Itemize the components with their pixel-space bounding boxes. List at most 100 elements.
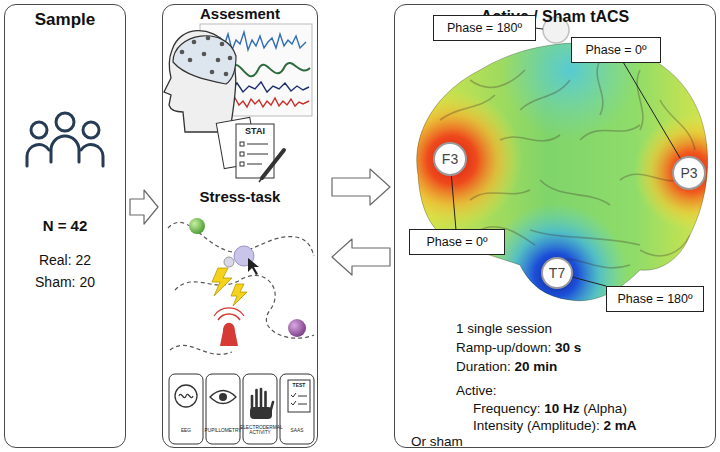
- text-row: Ramp-up/down:30 s: [456, 338, 581, 356]
- phase-callout: Phase = 180º: [606, 286, 704, 312]
- eeg-illustration: [164, 24, 312, 132]
- eeg-cap: [173, 36, 236, 84]
- gyrus: [540, 180, 610, 205]
- text-row: Or sham: [411, 432, 463, 450]
- icon-box: [169, 374, 203, 444]
- pencil: [262, 150, 284, 178]
- sheet-lines: [298, 396, 307, 404]
- text-row: Sham: 20: [5, 273, 125, 291]
- parameter-value: 2 mA: [604, 418, 637, 433]
- alarm: [220, 323, 238, 346]
- text-row: Real: 22: [5, 251, 125, 269]
- electrode-name: T7: [549, 265, 565, 281]
- group-count: Real: 22: [39, 252, 91, 268]
- phase-callout: Phase = 180º: [433, 15, 536, 41]
- stimulation-panel: Active / Sham tACS1 single sessionRamp-u…: [394, 4, 716, 448]
- measure-name: ELECTRODERMAL ACTIVITY: [240, 425, 280, 436]
- text-line: [247, 164, 262, 165]
- cap-electrode: [216, 58, 221, 63]
- cap-electrode: [210, 70, 215, 75]
- head-profile: [164, 31, 236, 132]
- block-arrow: [332, 169, 390, 205]
- block-arrow: [332, 239, 390, 275]
- cap-electrode: [224, 72, 229, 77]
- lightning: [231, 284, 247, 306]
- text-row: Active:: [456, 381, 497, 399]
- parameter-text: Or sham: [411, 434, 463, 449]
- cap-electrode: [188, 58, 193, 63]
- sample-panel: Sample N = 42 Real: 22 Sham: 20: [4, 4, 126, 448]
- icon-box: [206, 374, 240, 444]
- block-arrow: [130, 190, 158, 224]
- person-body: [27, 145, 49, 166]
- parameter-text: 1 single session: [456, 321, 552, 336]
- eeg-icon-wave: [179, 394, 193, 397]
- section-title: Stress-task: [200, 188, 281, 205]
- assessment-panel: AssesmentStress-task: [162, 4, 318, 448]
- text-row: Frequency:10 Hz(Alpha): [473, 399, 627, 417]
- text-row: Duration:20 min: [456, 357, 557, 375]
- leader-line: [573, 277, 607, 286]
- electrode-circle: P3: [672, 156, 706, 190]
- parameter-note: (Alpha): [583, 401, 627, 416]
- gyrus: [500, 135, 560, 141]
- lightning: [212, 268, 232, 296]
- person-head: [83, 122, 99, 138]
- cap-electrode: [192, 40, 197, 45]
- dashed-path: [170, 345, 232, 354]
- gyrus: [597, 60, 603, 115]
- text-row: Sample: [5, 10, 125, 30]
- text-row: 1 single session: [456, 319, 552, 337]
- purple-ball: [288, 319, 306, 337]
- dashed-path: [175, 275, 314, 338]
- parameter-name: Ramp-up/down:: [456, 340, 551, 355]
- leader-line: [451, 176, 456, 229]
- sample-size: N = 42: [43, 217, 88, 234]
- cap-electrode: [220, 42, 225, 47]
- cap-electrode: [180, 50, 185, 55]
- text-row: N = 42: [5, 217, 125, 235]
- phase-callout: Phase = 0º: [409, 229, 505, 255]
- parameter-name: Intensity (Amplitude):: [473, 418, 600, 433]
- parameter-value: 20 min: [515, 359, 558, 374]
- text-line: [247, 144, 268, 145]
- electrode-name: P3: [680, 165, 697, 181]
- phase-text: Phase = 0º: [426, 235, 487, 249]
- panel-title: Assesment: [200, 5, 280, 22]
- alarm-wave: [214, 308, 244, 316]
- checkbox: [240, 152, 244, 156]
- text-row: Intensity (Amplitude): 2 mA: [473, 416, 637, 434]
- cap-electrode: [228, 56, 233, 61]
- person-body: [51, 136, 79, 162]
- text-line: [247, 154, 268, 155]
- electrode-circle: T7: [541, 257, 573, 289]
- panel-title: Sample: [35, 10, 95, 29]
- group-count: Sham: 20: [35, 274, 95, 290]
- gyrus: [660, 100, 695, 150]
- gyrus: [470, 70, 525, 87]
- pupil: [219, 393, 227, 401]
- brain-fields: [382, 0, 720, 347]
- gyrus: [637, 70, 643, 130]
- people-icon: [27, 113, 103, 166]
- measure-name: PUPILLOMETRY: [203, 428, 243, 433]
- gyrus: [580, 125, 640, 140]
- check-marks: [291, 393, 296, 405]
- measure-name: EEG: [169, 428, 203, 433]
- eye-icon: [210, 391, 236, 404]
- parameter-value: 10 Hz: [544, 401, 579, 416]
- brain-heatmap: [382, 0, 720, 347]
- pencil-tip: [259, 178, 262, 182]
- form-title: STAI: [237, 127, 273, 137]
- parameter-text: Active:: [456, 383, 497, 398]
- cap-electrode: [206, 36, 211, 41]
- alarm-wave: [218, 314, 240, 320]
- gyrus: [640, 235, 690, 256]
- gyrus: [620, 174, 680, 181]
- text-row: Assesment: [163, 5, 317, 23]
- phase-text: Phase = 0º: [585, 43, 646, 57]
- phase-text: Phase = 180º: [617, 292, 692, 306]
